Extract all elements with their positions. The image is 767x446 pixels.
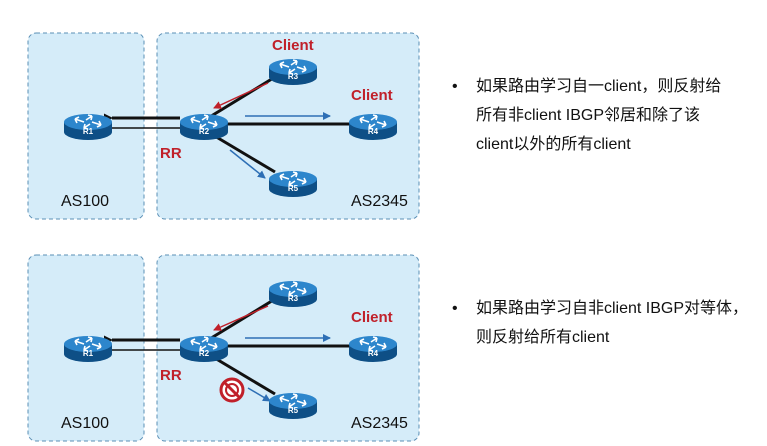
router-r3-label: R3	[288, 72, 299, 81]
bullet-block-2: • 如果路由学习自非client IBGP对等体， 则反射给所有client	[452, 294, 748, 352]
text-line: 如果路由学习自非client IBGP对等体，	[476, 300, 749, 317]
router-r5-icon: R5	[268, 170, 318, 198]
as2345-box	[156, 32, 420, 220]
as100-label: AS100	[61, 193, 109, 210]
as2345-label: AS2345	[351, 193, 408, 210]
rr-label: RR	[160, 367, 182, 384]
panel-2: R1 R2 R3 R4 R5 Client RR AS100 AS2345	[27, 254, 420, 442]
bullet-text: 如果路由学习自一client，则反射给 所有非client IBGP邻居和除了该…	[476, 72, 721, 159]
router-r2-icon: R2	[179, 113, 229, 141]
router-r4-label: R4	[368, 127, 379, 136]
client-label-r4: Client	[351, 87, 393, 104]
router-r1-label: R1	[83, 127, 94, 136]
bullet-dot: •	[452, 300, 458, 317]
arrow-r2-to-r5	[247, 387, 271, 402]
router-r4-label: R4	[368, 349, 379, 358]
text-line: 则反射给所有client	[476, 329, 610, 346]
router-r1-label: R1	[83, 349, 94, 358]
link-r2-r3	[207, 297, 276, 342]
text-line: 所有非client IBGP邻居和除了该	[476, 107, 701, 124]
link-r2-r5	[207, 352, 276, 396]
router-r5-label: R5	[288, 184, 299, 193]
router-r4-icon: R4	[348, 335, 398, 363]
router-r2-label: R2	[199, 127, 210, 136]
bullet-dot: •	[452, 78, 458, 95]
link-r2-r5	[207, 130, 276, 174]
no-entry-icon	[219, 377, 245, 403]
router-r5-icon: R5	[268, 392, 318, 420]
bullet-text: 如果路由学习自非client IBGP对等体， 则反射给所有client	[476, 294, 748, 352]
router-r2-label: R2	[199, 349, 210, 358]
client-label-r4: Client	[351, 309, 393, 326]
router-r3-icon: R3	[268, 280, 318, 308]
text-line: client以外的所有client	[476, 136, 631, 153]
arrow-r3-to-r2	[213, 82, 269, 109]
arrow-r3-to-r2	[213, 305, 269, 331]
text-line: 如果路由学习自一client，则反射给	[476, 78, 722, 95]
router-r5-label: R5	[288, 406, 299, 415]
router-r1-icon: R1	[63, 113, 113, 141]
router-r3-icon: R3	[268, 58, 318, 86]
rr-label: RR	[160, 145, 182, 162]
as100-label: AS100	[61, 415, 109, 432]
arrow-r2-to-r5	[229, 149, 266, 179]
client-label-r3: Client	[272, 37, 314, 54]
router-r2-icon: R2	[179, 335, 229, 363]
bullet-block-1: • 如果路由学习自一client，则反射给 所有非client IBGP邻居和除…	[452, 72, 721, 159]
router-r4-icon: R4	[348, 113, 398, 141]
router-r3-label: R3	[288, 294, 299, 303]
router-r1-icon: R1	[63, 335, 113, 363]
link-r2-r3	[207, 75, 276, 120]
as2345-label: AS2345	[351, 415, 408, 432]
panel-1: R1 R2 R3 R4 R5 Client Client RR AS100 AS…	[27, 32, 420, 220]
